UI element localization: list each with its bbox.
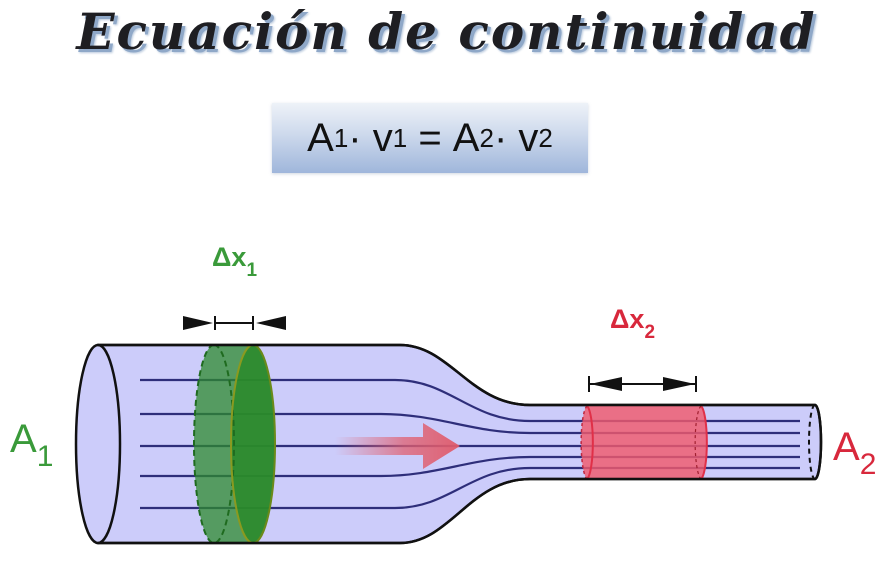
area-symbol: A: [307, 115, 334, 160]
subscript: 1: [392, 122, 408, 153]
page-title: Ecuación de continuidad: [76, 2, 817, 61]
delta-x2-label: Δx2: [610, 304, 655, 343]
inlet-opening: [74, 343, 122, 545]
velocity-symbol: v: [372, 115, 393, 160]
section-1-disk: [193, 344, 276, 544]
flow-direction-arrow: [335, 423, 460, 469]
dot-operator: ·: [348, 115, 373, 160]
subscript: 1: [333, 122, 349, 153]
subscript: 2: [479, 122, 494, 153]
delta-x1-dimension-marker: [183, 316, 286, 330]
velocity-symbol: v: [518, 115, 539, 160]
outlet-hidden-edge: [808, 404, 816, 480]
area-symbol: A: [452, 115, 480, 160]
delta-x1-label: Δx1: [212, 242, 257, 281]
area-1-label: A1: [10, 417, 53, 473]
area-2-label: A2: [833, 425, 876, 481]
dot-operator: ·: [493, 115, 519, 160]
delta-x2-dimension-marker: [588, 376, 697, 392]
subscript: 2: [538, 122, 553, 153]
equals-sign: =: [407, 115, 453, 160]
section-2-cylinder: [580, 405, 708, 480]
